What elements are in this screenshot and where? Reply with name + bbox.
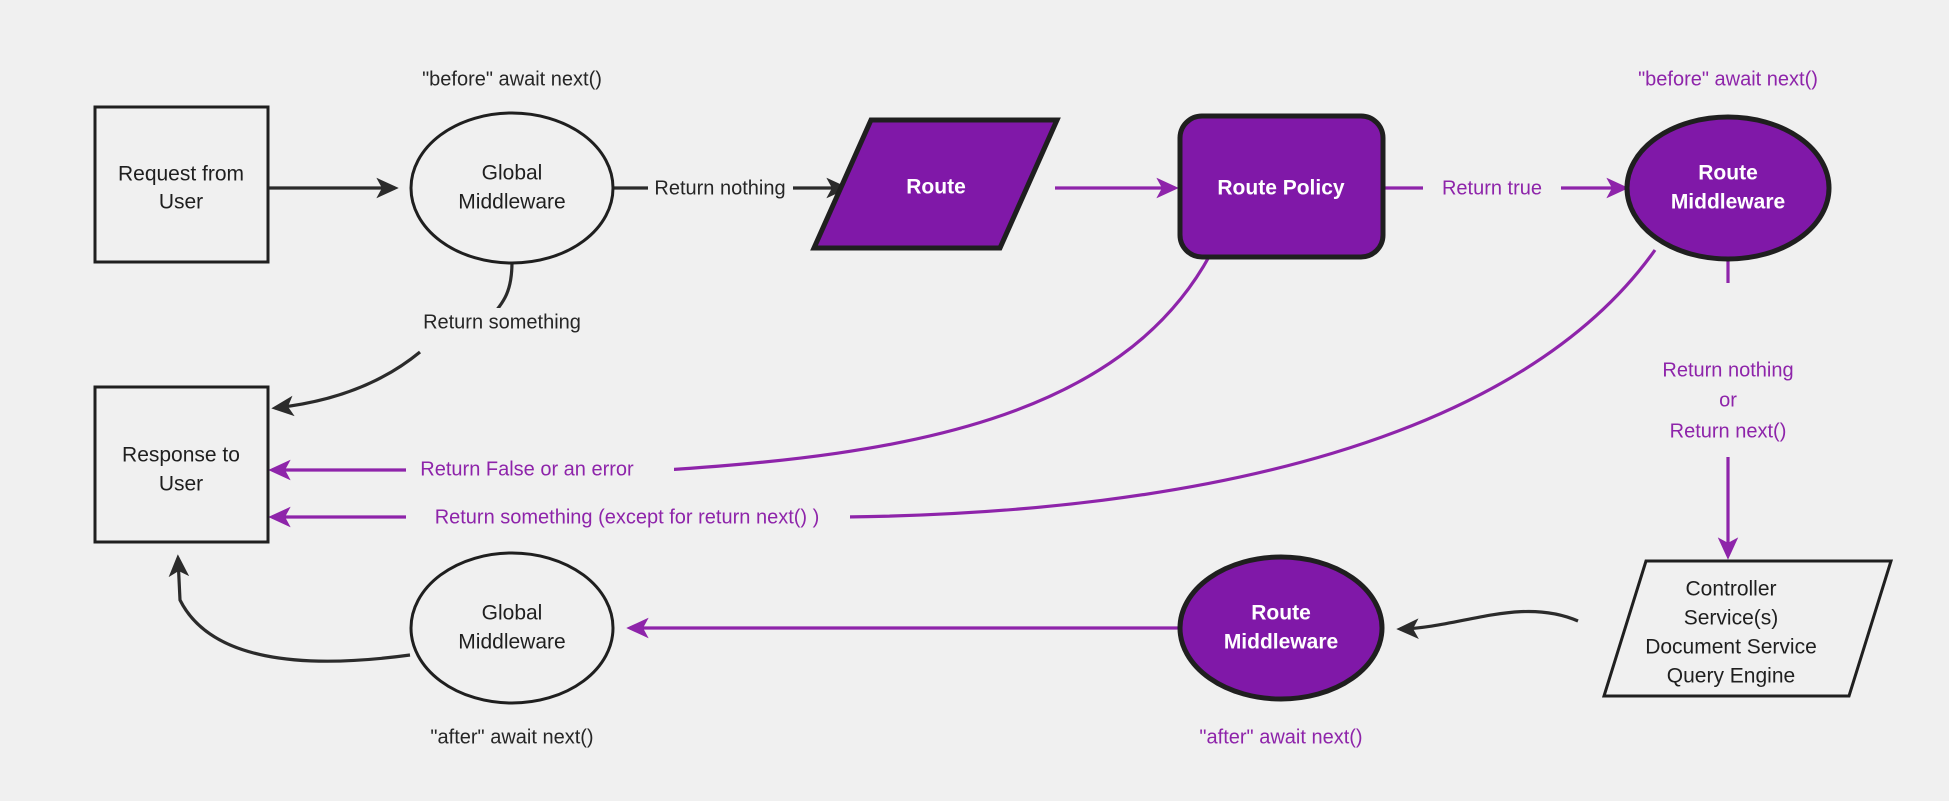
- request-from-user-line2: User: [159, 191, 203, 214]
- route-middleware-top-line1: Route: [1698, 162, 1758, 185]
- node-request-from-user[interactable]: Request from User: [93, 105, 270, 264]
- node-route[interactable]: Route: [810, 117, 1061, 251]
- edge-label-return-nothing: Return nothing: [648, 174, 793, 202]
- edge-label-return-true: Return true: [1423, 174, 1561, 202]
- node-route-middleware-top[interactable]: Route Middleware: [1624, 114, 1832, 262]
- after-await-next-global-label: "after" await next(): [430, 726, 593, 748]
- edge-label-return-false-or-error: Return False or an error: [406, 456, 674, 485]
- response-to-user-line1: Response to: [122, 444, 240, 467]
- return-nothing-or-next-line3: Return next(): [1670, 420, 1787, 442]
- annotation-before-await-next-route: "before" await next(): [1638, 68, 1818, 90]
- after-await-next-route-label: "after" await next(): [1199, 726, 1362, 748]
- before-await-next-route-label: "before" await next(): [1638, 68, 1818, 90]
- edge-global-middleware-bottom-to-response: [168, 554, 411, 663]
- route-label: Route: [906, 176, 966, 199]
- route-middleware-bottom-line1: Route: [1251, 602, 1311, 625]
- node-global-middleware-bottom[interactable]: Global Middleware: [409, 551, 615, 705]
- return-nothing-or-next-line2: or: [1719, 389, 1737, 411]
- node-route-policy[interactable]: Route Policy: [1177, 113, 1386, 260]
- annotation-after-await-next-global: "after" await next(): [430, 726, 593, 748]
- controller-stack-line3: Document Service: [1645, 636, 1817, 659]
- global-middleware-top-line2: Middleware: [458, 191, 565, 214]
- route-middleware-top-line2: Middleware: [1671, 191, 1785, 214]
- return-something-label: Return something: [423, 311, 581, 333]
- global-middleware-bottom-line2: Middleware: [458, 631, 565, 654]
- annotation-after-await-next-route: "after" await next(): [1199, 726, 1362, 748]
- controller-stack-line2: Service(s): [1684, 607, 1779, 630]
- request-from-user-line1: Request from: [118, 163, 244, 186]
- controller-stack-line1: Controller: [1685, 578, 1776, 601]
- global-middleware-bottom-line1: Global: [482, 602, 543, 625]
- edge-route-middleware-return-something: [268, 249, 1657, 528]
- edge-label-return-something: Return something: [410, 308, 616, 338]
- node-response-to-user[interactable]: Response to User: [93, 385, 270, 544]
- node-route-middleware-bottom[interactable]: Route Middleware: [1177, 554, 1385, 702]
- return-nothing-label: Return nothing: [654, 177, 785, 199]
- global-middleware-top-line1: Global: [482, 162, 543, 185]
- edge-controller-to-route-middleware-bottom: [1396, 609, 1579, 639]
- route-policy-label: Route Policy: [1217, 177, 1345, 200]
- return-true-label: Return true: [1442, 177, 1542, 199]
- annotation-before-await-next-global: "before" await next(): [422, 68, 602, 90]
- return-nothing-or-next-line1: Return nothing: [1662, 359, 1793, 381]
- return-false-or-error-label: Return False or an error: [420, 458, 634, 480]
- route-middleware-bottom-line2: Middleware: [1224, 631, 1338, 654]
- return-something-except-label: Return something (except for return next…: [435, 506, 820, 528]
- edge-route-policy-return-false: [268, 254, 1212, 481]
- response-to-user-line2: User: [159, 473, 203, 496]
- controller-stack-line4: Query Engine: [1667, 665, 1795, 688]
- before-await-next-global-label: "before" await next(): [422, 68, 602, 90]
- node-controller-stack[interactable]: Controller Service(s) Document Service Q…: [1601, 559, 1894, 698]
- node-global-middleware-top[interactable]: Global Middleware: [409, 111, 615, 265]
- edge-label-return-nothing-or-next: Return nothing or Return next(): [1645, 357, 1815, 457]
- edge-label-return-something-except: Return something (except for return next…: [406, 503, 850, 532]
